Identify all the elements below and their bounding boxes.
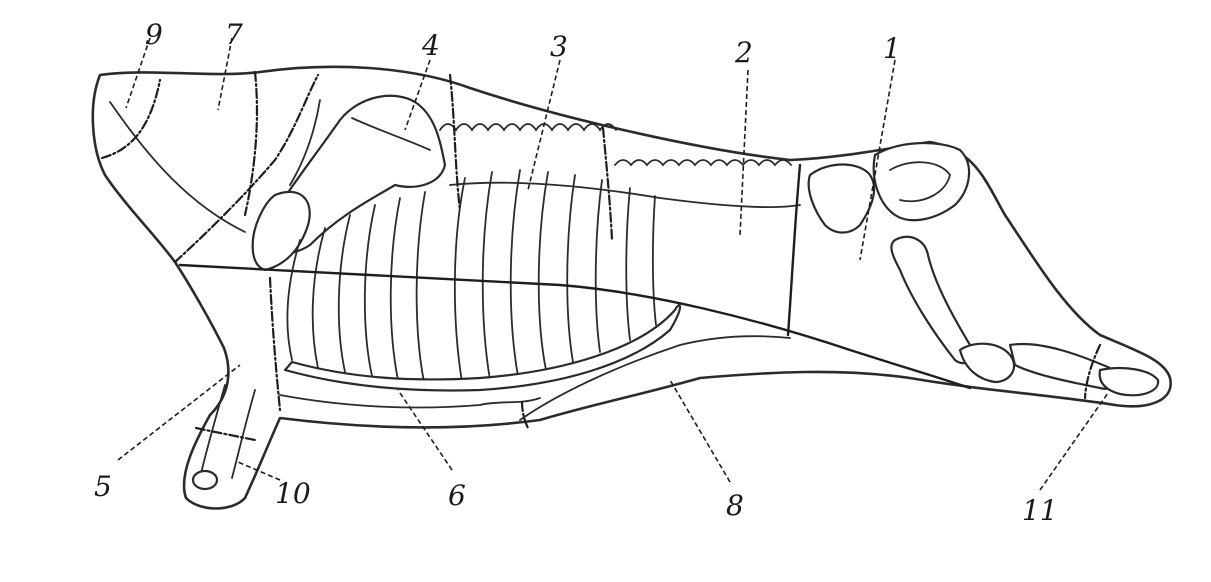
label-7: 7 — [225, 18, 243, 51]
flank-line — [519, 335, 791, 421]
label-10: 10 — [275, 477, 311, 510]
rib — [651, 195, 657, 326]
front-shank-bone-2 — [231, 389, 256, 479]
hock-bone — [1098, 366, 1160, 397]
rib — [415, 191, 426, 383]
rib — [363, 204, 376, 377]
cut-line-shoulder-back — [448, 73, 462, 212]
label-8: 8 — [726, 489, 744, 522]
leader-9 — [125, 37, 151, 109]
cut-line-neck-top — [243, 70, 259, 217]
spine-processes — [439, 123, 617, 132]
front-hoof-bone — [191, 469, 219, 491]
cut-line-hind-shank — [1083, 343, 1102, 400]
leader-3 — [527, 59, 561, 191]
leader-7 — [217, 37, 233, 111]
femur-bone — [890, 235, 974, 365]
label-9: 9 — [145, 18, 163, 51]
cut-line-rib-back — [601, 126, 614, 242]
leader-4 — [404, 59, 431, 131]
cut-line-loin — [786, 163, 802, 337]
ribs — [286, 169, 657, 383]
cut-line-brisket — [268, 276, 282, 412]
tibia-bone — [958, 342, 1016, 384]
leader-6 — [397, 389, 453, 471]
rib — [537, 171, 549, 371]
rib — [481, 171, 493, 381]
neck-inner-line — [109, 101, 246, 233]
label-3: 3 — [550, 30, 568, 63]
pelvis-bone — [807, 163, 876, 234]
hip-bone — [872, 142, 971, 222]
rib — [625, 187, 631, 341]
sternum — [283, 304, 682, 392]
spine-lumbar — [614, 159, 792, 167]
humerus-bone — [251, 190, 311, 272]
carcass-outline — [91, 65, 1172, 510]
label-6: 6 — [448, 479, 466, 512]
shoulder-muscle-line — [289, 99, 321, 186]
leader-11 — [1039, 392, 1109, 491]
cut-line-horizontal — [178, 263, 972, 390]
cut-line-neck — [173, 73, 320, 264]
rib — [594, 179, 603, 353]
rib — [337, 214, 351, 373]
rib — [566, 174, 576, 363]
label-5: 5 — [94, 470, 112, 503]
label-4: 4 — [421, 29, 440, 62]
label-1: 1 — [883, 32, 901, 65]
hip-inner — [889, 161, 951, 203]
leader-1 — [859, 59, 896, 261]
label-11: 11 — [1022, 494, 1058, 527]
cut-line-9 — [100, 78, 162, 160]
scapula-ridge — [351, 117, 431, 151]
rib — [311, 227, 326, 369]
spine-lower-edge — [449, 181, 801, 209]
leader-2 — [739, 69, 749, 236]
rib — [509, 169, 521, 377]
leader-8 — [669, 379, 731, 483]
rib — [389, 197, 401, 381]
label-2: 2 — [734, 36, 753, 69]
cut-line-flank-belly — [520, 400, 530, 430]
belly-inner-line — [279, 394, 541, 409]
cut-line-front-shank — [194, 426, 257, 442]
rib — [286, 239, 301, 361]
leader-5 — [117, 364, 241, 461]
